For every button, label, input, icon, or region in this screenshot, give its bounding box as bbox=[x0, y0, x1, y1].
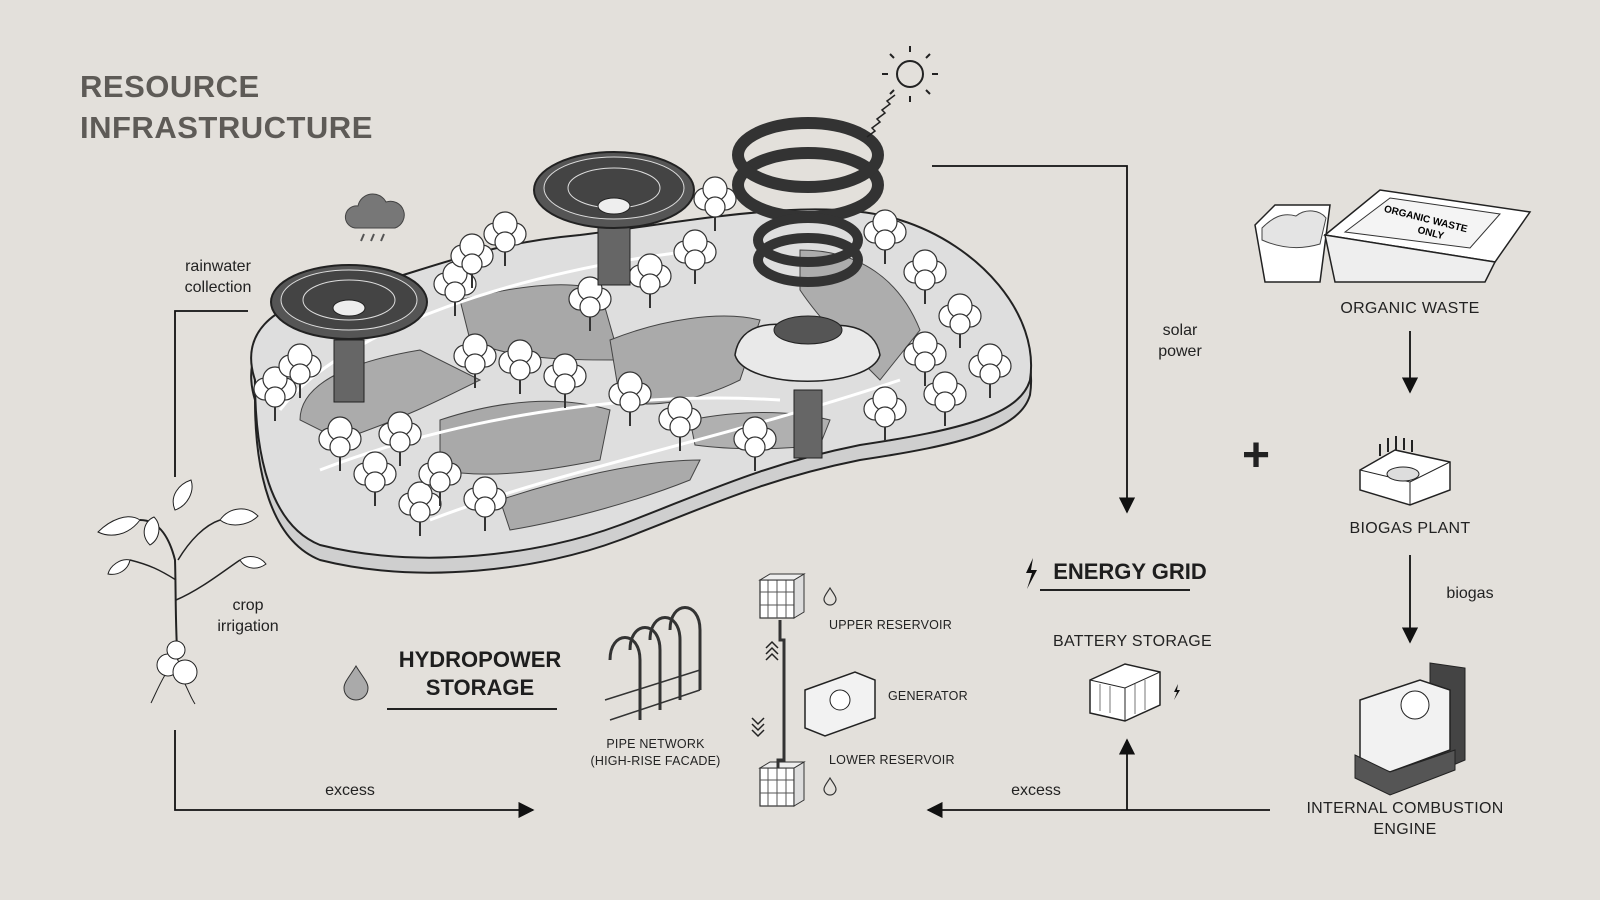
rainwater-label-line2: collection bbox=[184, 279, 252, 296]
hydropower-underline bbox=[387, 708, 557, 710]
lower-reservoir-label: LOWER RESERVOIR bbox=[829, 753, 955, 767]
solar-canopy-center bbox=[533, 151, 695, 286]
lower-reservoir-icon bbox=[759, 761, 805, 807]
biogas-label: biogas bbox=[1446, 585, 1494, 602]
flow-down-chevrons bbox=[751, 717, 765, 738]
flow-arrows bbox=[174, 165, 1419, 819]
upper-reservoir-icon bbox=[759, 573, 805, 619]
solar-label-line1: solar bbox=[1162, 322, 1198, 339]
page-title-line2: INFRASTRUCTURE bbox=[80, 110, 373, 145]
lightning-icon bbox=[1026, 558, 1037, 589]
water-drop-icon bbox=[343, 665, 369, 701]
solar-power-label: solar power bbox=[1135, 320, 1225, 362]
sun-icon bbox=[866, 46, 938, 138]
generator-label: GENERATOR bbox=[888, 689, 968, 703]
flow-up-chevrons bbox=[765, 640, 779, 661]
pipe-network-icon bbox=[604, 606, 702, 721]
rainwater-label-line1: rainwater bbox=[185, 258, 251, 275]
energy-grid-underline bbox=[1040, 589, 1190, 591]
penstock-pipe bbox=[776, 620, 786, 768]
lower-drop-icon bbox=[823, 776, 837, 796]
excess-water-arrow bbox=[174, 730, 535, 819]
hydropower-heading-line1: HYDROPOWER bbox=[398, 647, 562, 672]
page-title-line1: RESOURCE bbox=[80, 69, 260, 104]
upper-drop-icon bbox=[823, 586, 837, 606]
pipe-network-label-line2: (HIGH-RISE FACADE) bbox=[590, 754, 721, 768]
plus-sign: + bbox=[1241, 429, 1271, 482]
upper-reservoir-label: UPPER RESERVOIR bbox=[829, 618, 952, 632]
engine-label: INTERNAL COMBUSTION ENGINE bbox=[1280, 798, 1530, 840]
generator-icon bbox=[804, 671, 876, 737]
plant-icon bbox=[97, 479, 267, 705]
pipe-network-label: PIPE NETWORK (HIGH-RISE FACADE) bbox=[578, 736, 733, 770]
rainwater-line bbox=[174, 310, 248, 477]
engine-icon bbox=[1354, 662, 1466, 796]
rainwater-label: rainwater collection bbox=[168, 256, 268, 298]
excess-energy-label: excess bbox=[1011, 782, 1061, 799]
rain-cloud-icon bbox=[344, 193, 405, 242]
hydropower-heading-line2: STORAGE bbox=[425, 675, 535, 700]
page-title: RESOURCE INFRASTRUCTURE bbox=[80, 66, 373, 148]
organic-waste-label: ORGANIC WASTE bbox=[1340, 300, 1480, 317]
solar-power-arrow bbox=[932, 165, 1136, 514]
engine-label-line1: INTERNAL COMBUSTION bbox=[1306, 800, 1504, 817]
biogas-plant-label: BIOGAS PLANT bbox=[1349, 520, 1471, 537]
excess-water-label: excess bbox=[325, 782, 375, 799]
battery-storage-label: BATTERY STORAGE bbox=[1053, 633, 1212, 650]
solar-label-line2: power bbox=[1158, 343, 1202, 360]
crop-irrigation-label: crop irrigation bbox=[198, 595, 298, 637]
solar-canopy-left bbox=[270, 264, 428, 403]
organic-waste-bins: ORGANIC WASTE ONLY bbox=[1254, 189, 1532, 283]
crop-label-line1: crop bbox=[232, 597, 264, 614]
engine-label-line2: ENGINE bbox=[1373, 821, 1437, 838]
battery-storage-icon bbox=[1089, 663, 1161, 722]
hydropower-heading: HYDROPOWER STORAGE bbox=[380, 646, 580, 702]
solar-ring-tower bbox=[732, 117, 884, 459]
battery-lightning-icon bbox=[1174, 684, 1180, 700]
crop-label-line2: irrigation bbox=[217, 618, 279, 635]
energy-grid-heading: ENERGY GRID bbox=[1053, 559, 1207, 584]
pipe-network-label-line1: PIPE NETWORK bbox=[606, 737, 705, 751]
biogas-plant-icon bbox=[1359, 436, 1451, 506]
